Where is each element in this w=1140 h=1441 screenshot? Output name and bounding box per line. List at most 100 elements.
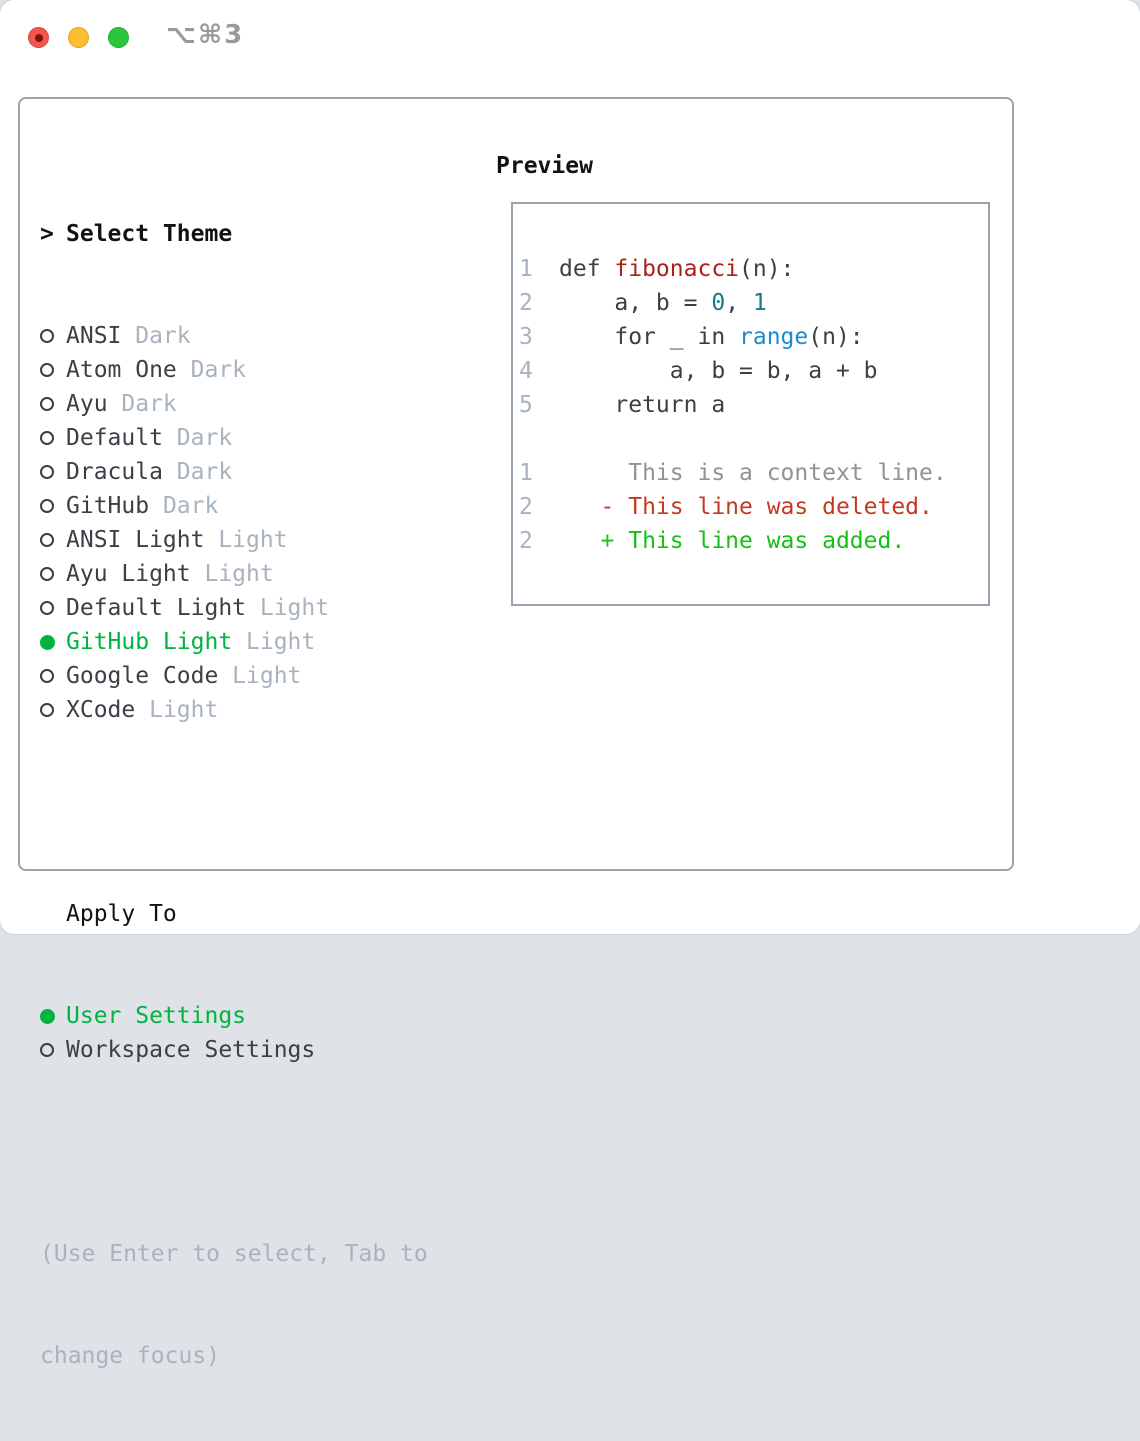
theme-option[interactable]: Dracula Dark <box>40 455 428 489</box>
theme-option[interactable]: Default Dark <box>40 421 428 455</box>
radio-icon <box>40 363 66 377</box>
option-label: Default Light <box>66 595 247 621</box>
select-theme-header: > Select Theme <box>40 217 428 251</box>
option-variant-label: Dark <box>135 323 191 349</box>
zoom-button[interactable] <box>108 27 129 48</box>
option-label: Ayu Light <box>66 561 191 587</box>
radio-icon <box>40 397 66 411</box>
window-controls <box>28 27 129 48</box>
option-variant-label: Light <box>246 629 316 655</box>
close-button[interactable] <box>28 27 49 48</box>
option-label: User Settings <box>66 1003 247 1029</box>
preview-line: 5 return a <box>513 388 988 422</box>
theme-option[interactable]: GitHub Light Light <box>40 625 428 659</box>
apply-to-option[interactable]: Workspace Settings <box>40 1033 428 1067</box>
radio-icon <box>40 329 66 343</box>
code-segment: (n): <box>739 256 795 282</box>
preview-line: 1 This is a context line. <box>513 456 988 490</box>
theme-option[interactable]: ANSI Dark <box>40 319 428 353</box>
line-number: 3 <box>519 324 533 350</box>
code-segment: - This line was deleted. <box>559 494 933 520</box>
theme-option[interactable]: Default Light Light <box>40 591 428 625</box>
preview-line: 2 + This line was added. <box>513 524 988 558</box>
option-variant-label: Light <box>149 697 219 723</box>
option-variant-label: Dark <box>190 357 247 383</box>
option-variant-label: Dark <box>176 459 233 485</box>
option-variant-label: Light <box>218 527 288 553</box>
line-number: 5 <box>519 392 533 418</box>
apply-to-header: Apply To <box>40 897 428 931</box>
code-segment: a, b = <box>559 290 712 316</box>
option-label: XCode <box>66 697 136 723</box>
option-variant-label: Dark <box>176 425 233 451</box>
apply-to-option[interactable]: User Settings <box>40 999 428 1033</box>
spacer <box>40 795 428 829</box>
window-title: ⌥⌘3 <box>166 20 245 50</box>
code-segment: a, b = b, a + b <box>559 358 878 384</box>
preview-line: 4 a, b = b, a + b <box>513 354 988 388</box>
preview-line: 3 for _ in range(n): <box>513 320 988 354</box>
line-number: 2 <box>519 494 533 520</box>
option-variant-label: Light <box>259 595 330 621</box>
code-segment: for _ in <box>559 324 740 350</box>
radio-icon <box>40 533 66 547</box>
option-label: Atom One <box>66 357 177 383</box>
theme-option[interactable]: Google Code Light <box>40 659 428 693</box>
code-segment: This is a context line. <box>559 460 947 486</box>
theme-option[interactable]: ANSI Light Light <box>40 523 428 557</box>
preview-line: 1 def fibonacci(n): <box>513 252 988 286</box>
option-label: ANSI Light <box>66 527 205 553</box>
section-title: Select Theme <box>66 221 233 247</box>
option-label: Workspace Settings <box>66 1037 316 1063</box>
minimize-button[interactable] <box>68 27 89 48</box>
hint-line: (Use Enter to select, Tab to <box>40 1241 428 1267</box>
code-segment: 0 <box>711 290 726 316</box>
theme-option[interactable]: Atom One Dark <box>40 353 428 387</box>
radio-selected-icon <box>40 634 66 650</box>
preview-line: 2 a, b = 0, 1 <box>513 286 988 320</box>
option-label: Ayu <box>66 391 108 417</box>
radio-icon <box>40 465 66 479</box>
spacer <box>40 1135 428 1169</box>
line-number: 1 <box>519 460 533 486</box>
code-segment: (n): <box>808 324 864 350</box>
radio-icon <box>40 703 66 717</box>
option-label: GitHub <box>66 493 150 519</box>
radio-icon <box>40 567 66 581</box>
line-number: 4 <box>519 358 533 384</box>
code-segment: def <box>559 256 615 282</box>
option-variant-label: Dark <box>121 391 177 417</box>
option-label: Default <box>66 425 163 451</box>
preview-line <box>513 422 988 456</box>
theme-option[interactable]: Ayu Light Light <box>40 557 428 591</box>
code-segment: range <box>739 324 809 350</box>
line-number: 2 <box>519 528 533 554</box>
option-label: ANSI <box>66 323 122 349</box>
theme-option[interactable]: XCode Light <box>40 693 428 727</box>
radio-icon <box>40 431 66 445</box>
line-number: 1 <box>519 256 533 282</box>
theme-option[interactable]: Ayu Dark <box>40 387 428 421</box>
section-title: Apply To <box>66 901 177 927</box>
option-variant-label: Light <box>204 561 274 587</box>
code-segment: fibonacci <box>614 256 740 282</box>
code-segment: return a <box>559 392 726 418</box>
option-label: Google Code <box>66 663 219 689</box>
hint-line: change focus) <box>40 1343 221 1369</box>
radio-icon <box>40 499 66 513</box>
option-label: GitHub Light <box>66 629 233 655</box>
prompt-icon: > <box>40 221 54 247</box>
option-variant-label: Light <box>232 663 302 689</box>
option-label: Dracula <box>66 459 163 485</box>
preview-line: 2 - This line was deleted. <box>513 490 988 524</box>
radio-icon <box>40 669 66 683</box>
radio-selected-icon <box>40 1008 66 1024</box>
radio-icon <box>40 601 66 615</box>
